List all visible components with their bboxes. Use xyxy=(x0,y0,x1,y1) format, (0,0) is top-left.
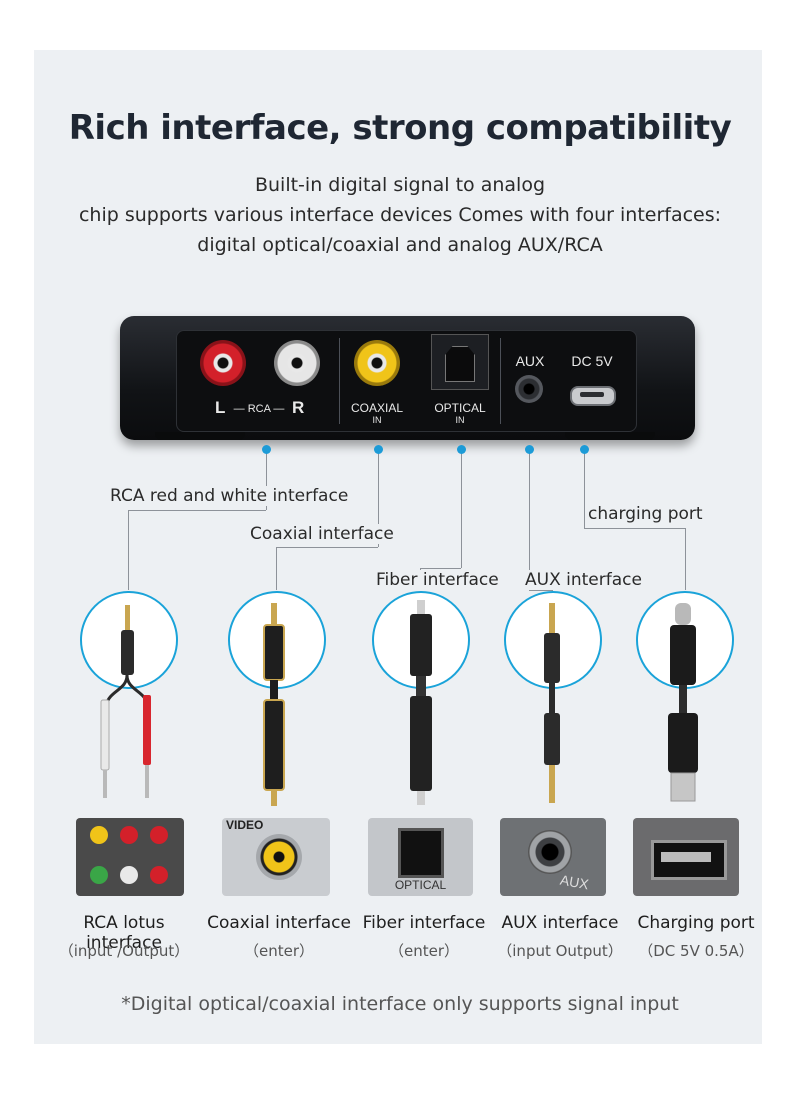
aux-text: AUX xyxy=(558,871,590,893)
rca-white-jack xyxy=(274,340,320,386)
divider xyxy=(339,338,340,424)
connector-dot xyxy=(262,445,271,454)
connector-line xyxy=(276,547,378,548)
connector-line xyxy=(685,528,686,590)
connector-line xyxy=(529,590,553,591)
dc-label: DC 5V xyxy=(571,353,613,369)
rca-l-label: L xyxy=(215,398,226,417)
divider xyxy=(500,338,501,424)
bottom-note-charging: （DC 5V 0.5A） xyxy=(638,942,754,960)
bottom-note-fiber: （enter） xyxy=(388,942,459,960)
callout-fiber: Fiber interface xyxy=(374,570,501,590)
optical-label: OPTICAL xyxy=(434,401,486,415)
usb-port-slot xyxy=(580,392,604,397)
optical-text: OPTICAL xyxy=(394,878,447,892)
connector-line xyxy=(584,528,685,529)
bottom-label-aux: AUX interface xyxy=(501,913,619,933)
callout-aux: AUX interface xyxy=(523,570,644,590)
rca-label: RCA xyxy=(247,403,271,415)
device-foot xyxy=(565,432,655,440)
subtitle-line-3: digital optical/coaxial and analog AUX/R… xyxy=(197,234,603,256)
connector-line xyxy=(128,510,266,511)
bottom-label-rca: RCA lotus interface xyxy=(83,913,165,953)
rca-r-label: R xyxy=(292,398,305,417)
bottom-note-coaxial: （enter） xyxy=(243,942,314,960)
connector-line xyxy=(266,452,267,510)
coaxial-jack xyxy=(354,340,400,386)
rca-red-jack xyxy=(200,340,246,386)
connector-line xyxy=(128,510,129,590)
charging-photo xyxy=(633,818,739,896)
page-title: Rich interface, strong compatibility xyxy=(68,108,732,148)
connector-line xyxy=(276,547,277,590)
device-foot xyxy=(155,432,245,440)
video-text: VIDEO xyxy=(226,818,264,832)
connector-line xyxy=(461,452,462,568)
subtitle-line-1: Built-in digital signal to analog xyxy=(254,174,546,196)
optical-in-label: IN xyxy=(455,415,465,425)
bottom-label-coaxial: Coaxial interface xyxy=(207,913,351,933)
callout-coaxial: Coaxial interface xyxy=(248,524,396,544)
coaxial-photo: VIDEO xyxy=(222,818,330,896)
bottom-label-fiber: Fiber interface xyxy=(362,913,486,933)
bottom-note-aux: （input Output） xyxy=(497,942,623,960)
connector-line xyxy=(378,452,379,547)
connector-line xyxy=(584,452,585,528)
rca-photo xyxy=(76,818,184,896)
connector-dot xyxy=(580,445,589,454)
footnote: *Digital optical/coaxial interface only … xyxy=(121,993,679,1015)
optical-photo: OPTICAL xyxy=(368,818,473,896)
connector-line xyxy=(420,568,461,569)
connector-dot xyxy=(525,445,534,454)
callout-charging: charging port xyxy=(586,504,705,524)
bottom-label-charging: Charging port xyxy=(637,913,755,933)
aux-photo: AUX xyxy=(500,818,606,896)
bottom-note-rca: （input /Output） xyxy=(58,942,190,960)
callout-rca: RCA red and white interface xyxy=(108,486,351,506)
rca-label-group: — RCA — xyxy=(233,403,285,415)
coaxial-label: COAXIAL xyxy=(350,401,404,415)
subtitle-line-2: chip supports various interface devices … xyxy=(78,204,722,226)
connector-dot xyxy=(457,445,466,454)
connector-line xyxy=(529,452,530,590)
aux-jack xyxy=(515,375,543,403)
connector-dot xyxy=(374,445,383,454)
optical-port-inner xyxy=(445,346,475,382)
coaxial-in-label: IN xyxy=(372,415,382,425)
aux-label: AUX xyxy=(515,353,545,369)
port-panel xyxy=(176,330,637,432)
